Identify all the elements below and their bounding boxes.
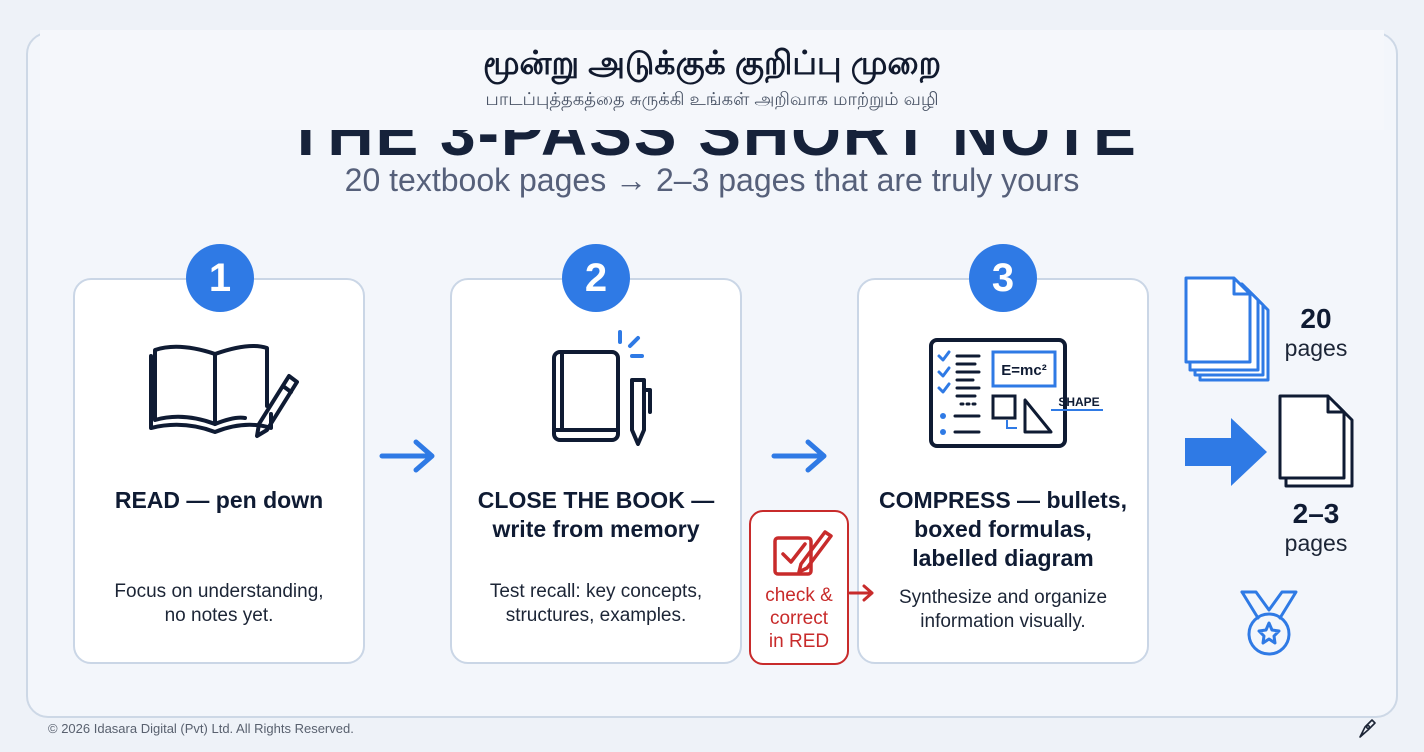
before-pages-label: pages [1284, 335, 1348, 361]
check-line2: correct [769, 608, 829, 629]
step-badge-1: 1 [186, 244, 254, 312]
check-pen-icon [773, 530, 833, 576]
open-book-pen-icon [149, 344, 299, 438]
step-title-line2: boxed formulas, [914, 516, 1092, 542]
medal-star-icon [1240, 590, 1298, 656]
formula-text: E=mc² [1001, 362, 1046, 379]
single-page-icon [1278, 394, 1354, 488]
after-pages-label: pages [1284, 530, 1348, 556]
notes-board-icon: E=mc² SHAPE [929, 338, 1103, 448]
arrow-right-icon [379, 439, 435, 473]
step-card-close-book: CLOSE THE BOOK — write from memory Test … [450, 278, 742, 664]
step-card-compress: E=mc² SHAPE COMPRESS — bullets, boxed fo… [857, 278, 1149, 664]
step-badge-2: 2 [562, 244, 630, 312]
before-pages-number: 20 [1300, 303, 1332, 334]
check-line1: check & [765, 585, 833, 606]
banner-subtitle: பாடப்புத்தகத்தை சுருக்கி உங்கள் அறிவாக ம… [485, 89, 939, 109]
page-stack-icon [1184, 276, 1270, 382]
step-desc-line1: Synthesize and organize [898, 587, 1108, 608]
step-desc-line1: Focus on understanding, [114, 581, 324, 602]
check-text: check & correct in RED [751, 584, 847, 653]
step-title-line1: READ — pen down [114, 487, 324, 513]
step-desc-line1: Test recall: key concepts, [489, 581, 703, 602]
step-title-line1: COMPRESS — bullets, [879, 487, 1127, 513]
title-banner [40, 30, 1384, 130]
step-title-line2: write from memory [492, 516, 700, 542]
footer-copyright: © 2026 Idasara Digital (Pvt) Ltd. All Ri… [48, 721, 354, 736]
step-desc-line2: structures, examples. [505, 605, 687, 626]
page-subtitle: 20 textbook pages → 2–3 pages that are t… [344, 162, 1080, 198]
check-line3: in RED [768, 631, 830, 652]
after-pages-number: 2–3 [1292, 498, 1340, 529]
step-card-read: READ — pen down Focus on understanding, … [73, 278, 365, 664]
step-badge-3: 3 [969, 244, 1037, 312]
arrow-right-icon [771, 439, 827, 473]
banner-title: மூன்று அடுக்குக் குறிப்பு முறை [482, 44, 942, 81]
step-title-line3: labelled diagram [912, 545, 1094, 571]
check-correct-box: check & correct in RED [749, 510, 849, 665]
pen-nib-icon [1359, 719, 1376, 738]
closed-book-pen-icon [552, 330, 652, 446]
step-desc-line2: no notes yet. [164, 605, 274, 626]
step-title-line1: CLOSE THE BOOK — [477, 487, 715, 513]
big-arrow-icon [1185, 418, 1267, 486]
step-desc-line2: information visually. [920, 611, 1086, 632]
red-arrow-icon [848, 584, 874, 602]
shape-label: SHAPE [1058, 395, 1099, 409]
